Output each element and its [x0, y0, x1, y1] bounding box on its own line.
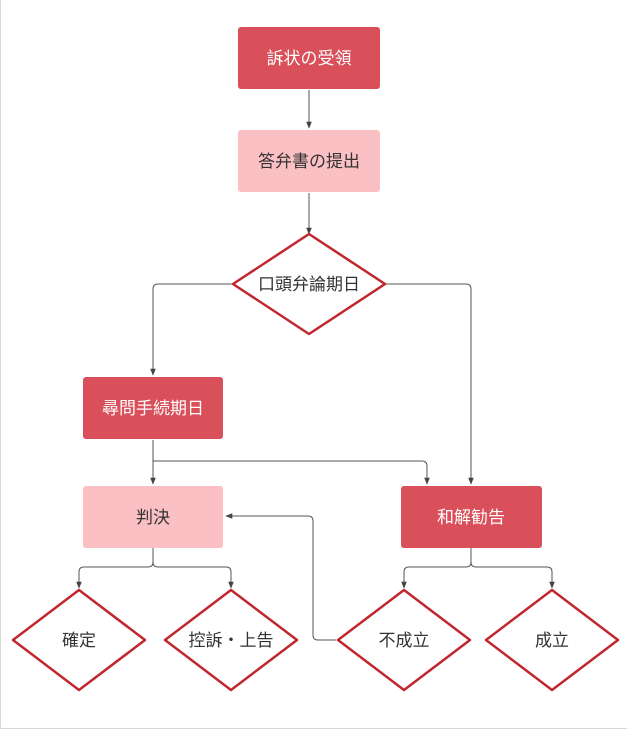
node-settlement-box [401, 486, 542, 548]
edge-fail-judgment [225, 513, 336, 641]
node-judgment-label: 判決 [136, 508, 170, 528]
edge-settlement-fail [401, 548, 472, 589]
edge-oral-examination [150, 283, 233, 376]
node-answer-box [238, 130, 380, 192]
node-success-diamond [484, 588, 620, 692]
node-oral[interactable]: 口頭弁論期日 [231, 232, 387, 336]
node-examination-label: 尋問手続期日 [102, 399, 204, 419]
node-success[interactable]: 成立 [484, 588, 620, 692]
connectors [76, 90, 555, 641]
edge-oral-settlement [385, 283, 474, 485]
node-judgment-box [83, 486, 223, 548]
node-complaint-box [238, 27, 380, 89]
node-final[interactable]: 確定 [11, 588, 147, 692]
edge-judgment-appeal [152, 548, 234, 589]
edge-examination-settlement [153, 460, 430, 485]
node-settlement[interactable]: 和解勧告 [401, 486, 542, 548]
node-answer-label: 答弁書の提出 [258, 152, 360, 172]
node-examination-box [83, 377, 223, 439]
node-oral-diamond [231, 232, 387, 336]
node-fail-label: 不成立 [379, 631, 430, 651]
node-complaint[interactable]: 訴状の受領 [238, 27, 380, 89]
edge-judgment-final [76, 548, 154, 589]
node-final-label: 確定 [62, 631, 96, 651]
node-fail-diamond [336, 588, 472, 692]
node-success-label: 成立 [535, 631, 569, 651]
node-appeal[interactable]: 控訴・上告 [163, 588, 299, 692]
node-answer[interactable]: 答弁書の提出 [238, 130, 380, 192]
node-judgment[interactable]: 判決 [83, 486, 223, 548]
node-fail[interactable]: 不成立 [336, 588, 472, 692]
node-complaint-label: 訴状の受領 [267, 49, 352, 69]
node-settlement-label: 和解勧告 [437, 508, 505, 528]
node-oral-label: 口頭弁論期日 [258, 275, 360, 295]
node-appeal-label: 控訴・上告 [189, 631, 274, 651]
node-examination[interactable]: 尋問手続期日 [83, 377, 223, 439]
edge-settlement-success [470, 548, 555, 589]
node-appeal-diamond [163, 588, 299, 692]
node-final-diamond [11, 588, 147, 692]
